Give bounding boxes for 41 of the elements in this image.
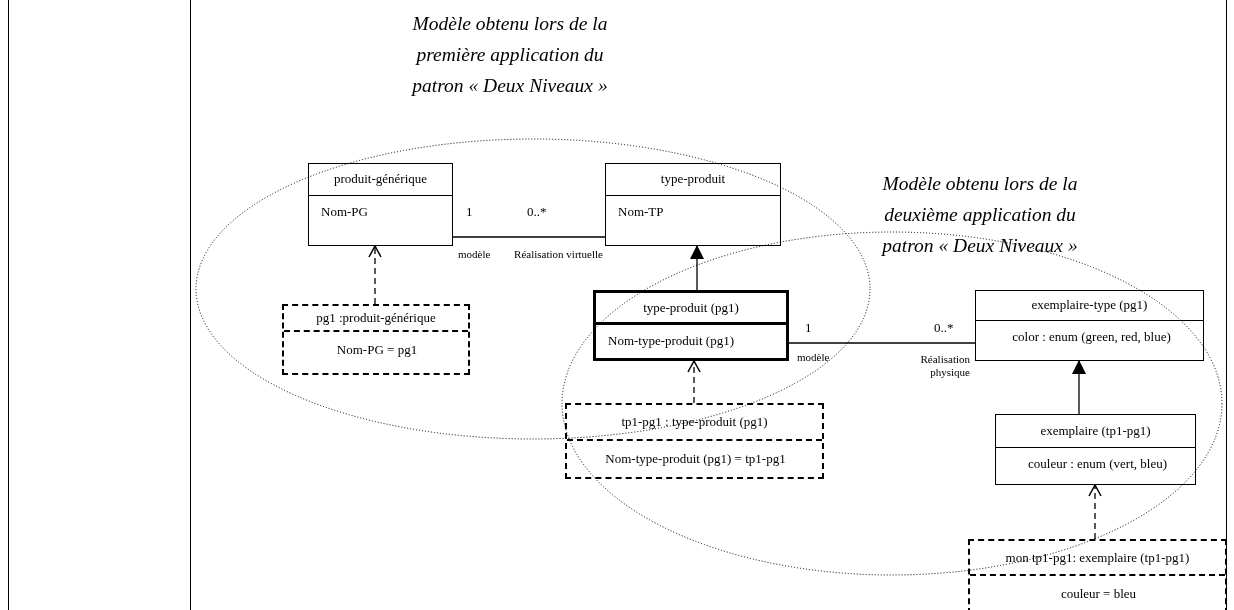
association-line xyxy=(788,342,976,344)
class-name: produit-générique xyxy=(309,164,452,196)
class-box xyxy=(308,163,453,246)
object-box xyxy=(565,403,824,479)
multiplicity: 1 xyxy=(466,205,473,218)
object-box xyxy=(968,539,1227,610)
object-name: tp1-pg1 : type-produit (pg1) xyxy=(567,405,822,441)
class-name: type-produit (pg1) xyxy=(596,293,786,325)
object-name: mon tp1-pg1: exemplaire (tp1-pg1) xyxy=(970,541,1225,576)
attribute: Nom-type-produit (pg1) xyxy=(607,332,735,350)
attribute-value: Nom-PG = pg1 xyxy=(335,341,419,359)
class-name: exemplaire-type (pg1) xyxy=(976,291,1203,321)
attribute: Nom-PG xyxy=(320,203,369,221)
class-box xyxy=(975,290,1204,361)
class-name: exemplaire (tp1-pg1) xyxy=(996,415,1195,448)
attribute: color : enum (green, red, blue) xyxy=(1011,328,1172,346)
association-line xyxy=(452,236,606,238)
region-title: Modèle obtenu lors de la deuxième application du patron « Deux Niveaux » xyxy=(880,172,1079,258)
class-box xyxy=(605,163,781,246)
dependency-arrow xyxy=(687,360,701,404)
multiplicity: 0..* xyxy=(527,205,547,218)
object-name: pg1 :produit-générique xyxy=(284,306,468,332)
class-name: type-produit xyxy=(606,164,780,196)
generalization-arrow xyxy=(690,245,704,291)
dependency-arrow xyxy=(1088,484,1102,540)
generalization-arrow xyxy=(1072,360,1086,415)
multiplicity: 0..* xyxy=(934,321,954,334)
role-name: modèle xyxy=(797,351,830,364)
dependency-arrow xyxy=(368,245,382,305)
attribute-value: Nom-type-produit (pg1) = tp1-pg1 xyxy=(604,450,787,468)
class-box xyxy=(995,414,1196,485)
attribute: couleur : enum (vert, bleu) xyxy=(1027,455,1168,473)
role-name: modèle xyxy=(458,248,491,261)
multiplicity: 1 xyxy=(805,321,812,334)
role-name: Réalisation virtuelle xyxy=(513,248,603,261)
attribute-value: couleur = bleu xyxy=(1059,585,1138,603)
class-box xyxy=(593,290,789,361)
region-title: Modèle obtenu lors de la première application du patron « Deux Niveaux » xyxy=(410,12,609,98)
object-box xyxy=(282,304,470,375)
attribute: Nom-TP xyxy=(617,203,665,221)
role-name: Réalisation physique xyxy=(919,353,970,379)
